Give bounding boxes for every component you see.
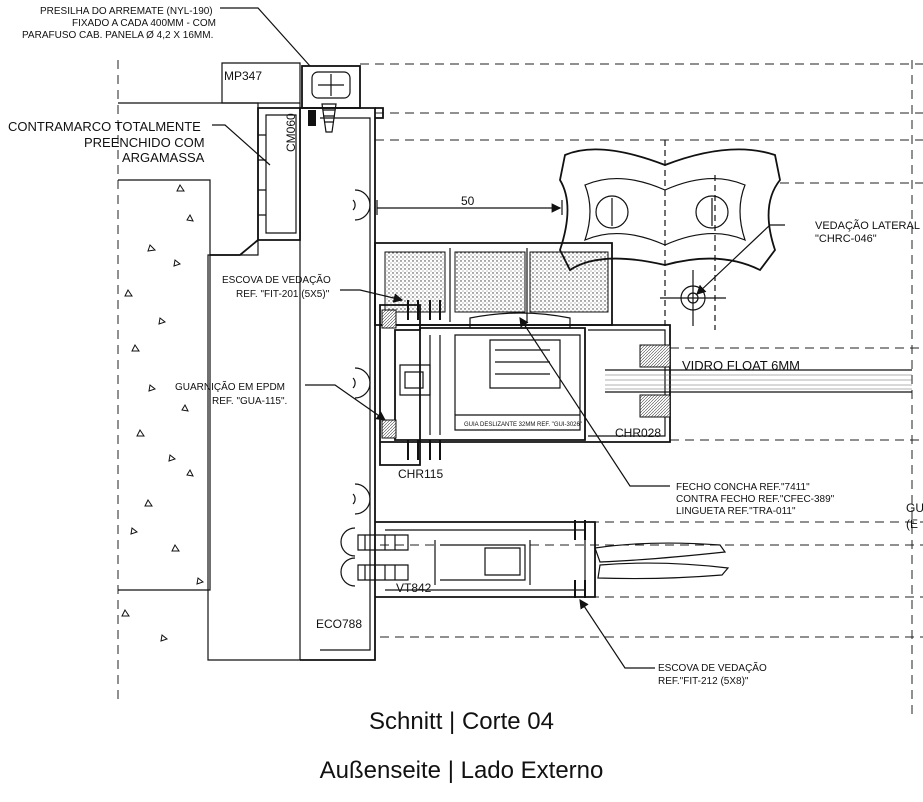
glass-pane (605, 369, 912, 393)
label-vidro: VIDRO FLOAT 6MM (682, 358, 800, 373)
bottom-rail-vt842 (340, 520, 730, 598)
drawing-title: Schnitt | Corte 04 (369, 708, 554, 735)
label-presilha-3: PARAFUSO CAB. PANELA Ø 4,2 X 16MM. (22, 30, 213, 41)
label-cm060: CM060 (284, 113, 298, 152)
label-gu-1: GU (906, 501, 923, 515)
label-escova-1: ESCOVA DE VEDAÇÃO (222, 273, 331, 286)
label-fecho-3: LINGUETA REF."TRA-011" (676, 506, 796, 517)
label-vedacao-lateral-2: "CHRC-046" (815, 233, 877, 245)
label-escova2-1: ESCOVA DE VEDAÇÃO (658, 661, 767, 674)
label-vt842: VT842 (396, 581, 432, 595)
label-dim-50: 50 (461, 194, 475, 208)
counter-frame-cm060 (210, 107, 301, 256)
label-presilha-1: PRESILHA DO ARREMATE (NYL-190) (40, 6, 213, 17)
label-mp347: MP347 (224, 69, 262, 83)
label-escova-2: REF. "FIT-201 (5X5)" (236, 289, 330, 300)
label-contramarco-3: ARGAMASSA (122, 150, 205, 165)
main-frame (300, 107, 384, 661)
label-chr028: CHR028 (615, 426, 661, 440)
label-chr115: CHR115 (398, 467, 443, 481)
dimension-line (376, 200, 563, 215)
label-contramarco-1: CONTRAMARCO TOTALMENTE (8, 119, 201, 134)
label-guia: GUIA DESLIZANTE 32MM REF. "GUI-3026" (464, 422, 582, 428)
label-guarnicao-2: REF. "GUA-115". (212, 396, 287, 407)
trim-profile (301, 65, 361, 133)
label-fecho-2: CONTRA FECHO REF."CFEC-389" (676, 494, 835, 505)
annotation-labels: PRESILHA DO ARREMATE (NYL-190) FIXADO A … (8, 6, 923, 687)
label-eco788: ECO788 (316, 617, 362, 631)
label-vedacao-lateral-1: VEDAÇÃO LATERAL (815, 219, 920, 232)
leader-lines (212, 7, 785, 669)
drawing-subtitle: Außenseite | Lado Externo (319, 757, 604, 784)
label-presilha-2: FIXADO A CADA 400MM - COM (72, 18, 216, 29)
sash-upper (374, 242, 613, 326)
label-fecho-1: FECHO CONCHA REF."7411" (676, 482, 810, 493)
handle (559, 140, 781, 330)
sash-lower (379, 300, 671, 466)
label-escova2-2: REF."FIT-212 (5X8)" (658, 676, 749, 687)
label-gu-2: (E (906, 517, 918, 531)
label-guarnicao-1: GUARNIÇÃO EM EPDM (175, 380, 285, 393)
label-contramarco-2: PREENCHIDO COM (84, 135, 205, 150)
